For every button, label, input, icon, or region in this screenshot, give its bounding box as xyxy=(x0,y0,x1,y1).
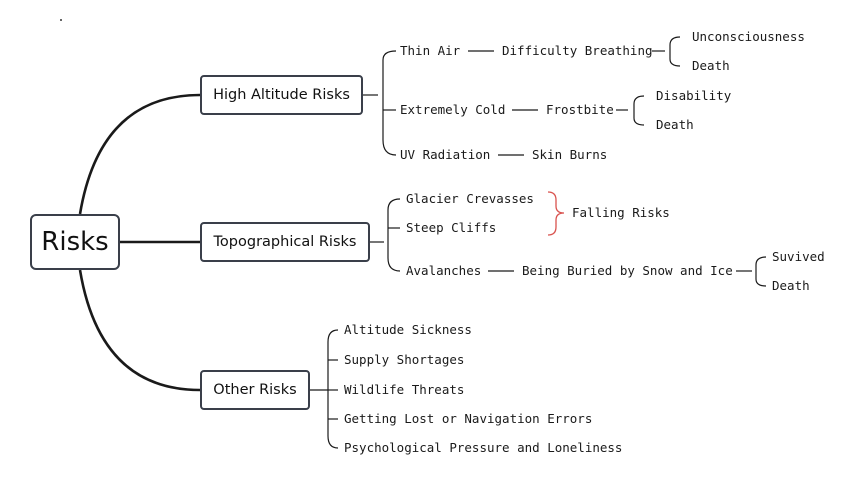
leaf-supply-shortages[interactable]: Supply Shortages xyxy=(344,352,465,367)
leaf-psychological-pressure[interactable]: Psychological Pressure and Loneliness xyxy=(344,440,623,455)
leaf-falling-risks[interactable]: Falling Risks xyxy=(572,205,670,220)
leaf-survived[interactable]: Suvived xyxy=(772,249,825,264)
leaf-glacier-crevasses[interactable]: Glacier Crevasses xyxy=(406,191,534,206)
falling-risks-brace xyxy=(547,191,565,236)
leaf-uv-radiation[interactable]: UV Radiation xyxy=(400,147,491,162)
leaf-death-frostbite[interactable]: Death xyxy=(656,117,694,132)
brace-other xyxy=(327,329,339,449)
leaf-altitude-sickness[interactable]: Altitude Sickness xyxy=(344,322,472,337)
brace-topo xyxy=(387,198,401,272)
leaf-disability[interactable]: Disability xyxy=(656,88,732,103)
brace-buried xyxy=(755,256,767,287)
leaf-frostbite[interactable]: Frostbite xyxy=(546,102,614,117)
root-node[interactable]: Risks xyxy=(30,214,120,270)
leaf-death-buried[interactable]: Death xyxy=(772,278,810,293)
leaf-avalanches[interactable]: Avalanches xyxy=(406,263,482,278)
connector-root-high xyxy=(78,93,201,215)
leaf-steep-cliffs[interactable]: Steep Cliffs xyxy=(406,220,497,235)
leaf-death-breathing[interactable]: Death xyxy=(692,58,730,73)
stray-dot xyxy=(60,19,62,21)
leaf-extremely-cold[interactable]: Extremely Cold xyxy=(400,102,506,117)
brace-high xyxy=(382,50,397,156)
leaf-thin-air[interactable]: Thin Air xyxy=(400,43,461,58)
leaf-difficulty-breathing[interactable]: Difficulty Breathing xyxy=(502,43,653,58)
leaf-skin-burns[interactable]: Skin Burns xyxy=(532,147,608,162)
brace-frostbite xyxy=(633,95,645,126)
brace-breathing xyxy=(669,36,681,67)
leaf-wildlife-threats[interactable]: Wildlife Threats xyxy=(344,382,465,397)
node-high-altitude-risks[interactable]: High Altitude Risks xyxy=(200,75,363,115)
node-topographical-risks[interactable]: Topographical Risks xyxy=(200,222,370,262)
connector-root-other xyxy=(78,269,201,392)
leaf-unconsciousness[interactable]: Unconsciousness xyxy=(692,29,805,44)
leaf-getting-lost[interactable]: Getting Lost or Navigation Errors xyxy=(344,411,593,426)
leaf-buried-by-snow[interactable]: Being Buried by Snow and Ice xyxy=(522,263,733,278)
node-other-risks[interactable]: Other Risks xyxy=(200,370,310,410)
